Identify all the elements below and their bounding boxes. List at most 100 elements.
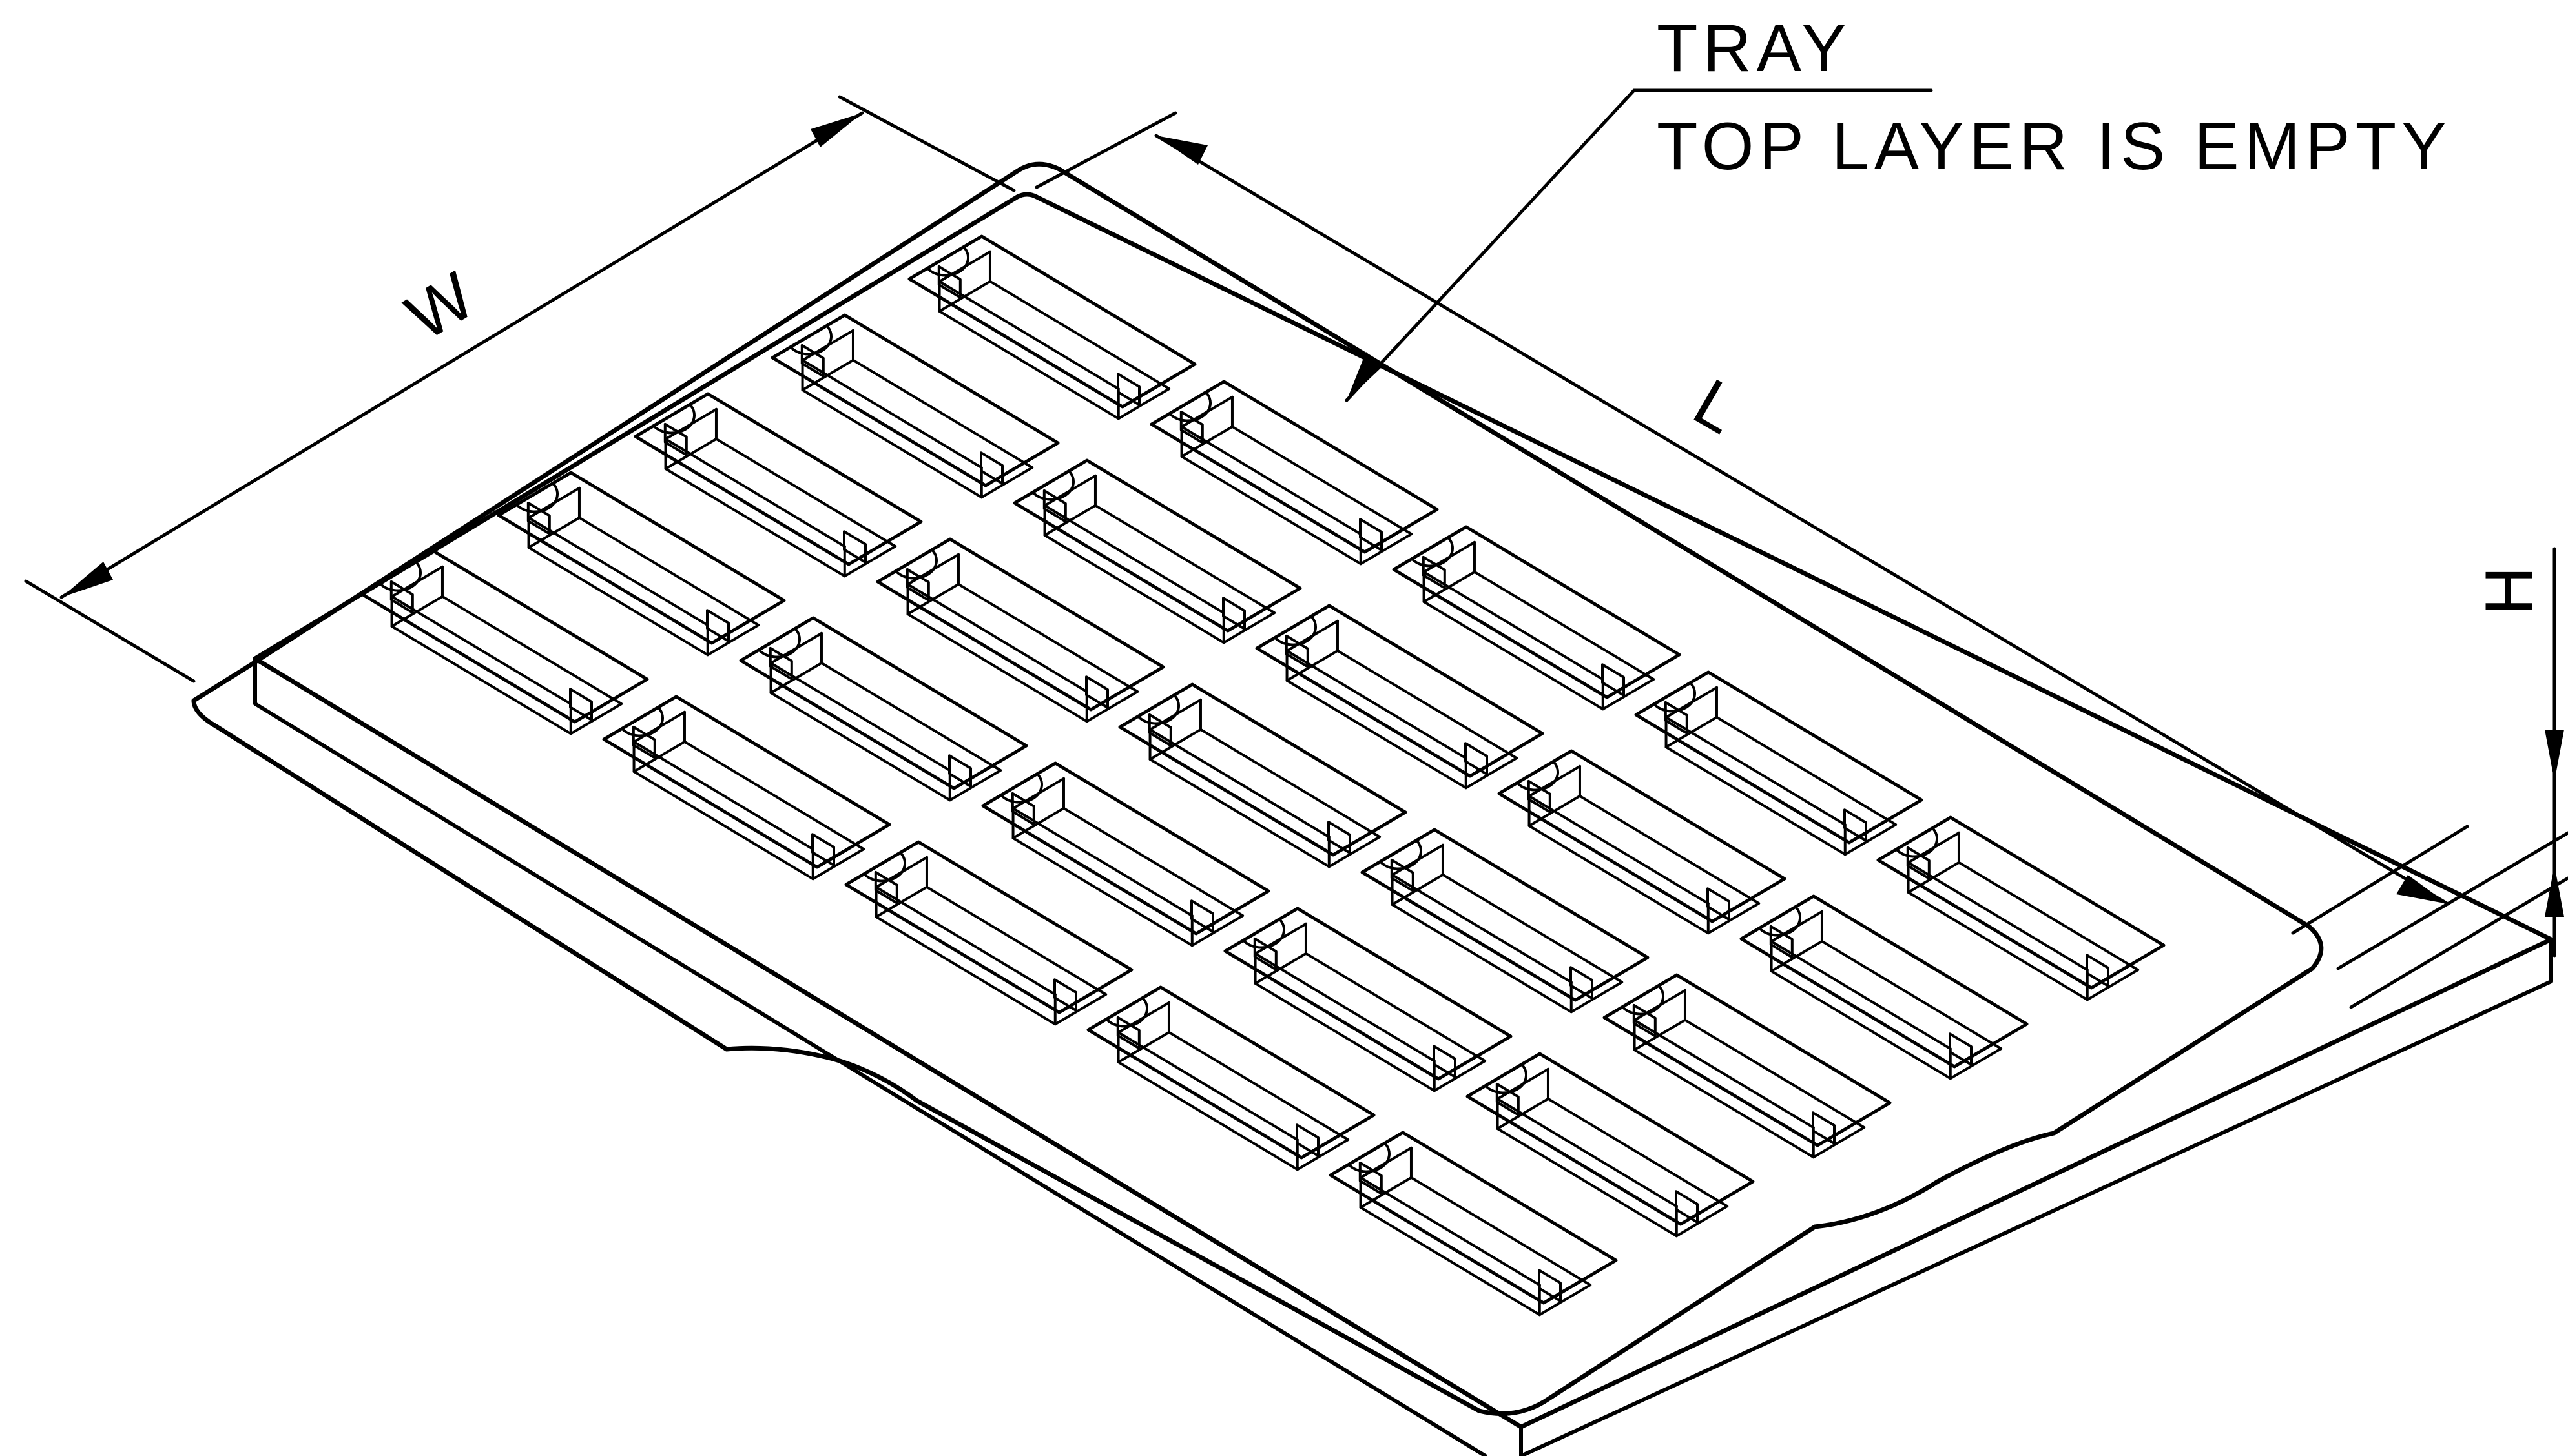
pocket-rim (1602, 973, 1892, 1147)
pocket-notch (863, 851, 906, 883)
pocket-inner-rim (1664, 686, 1847, 826)
pocket-inner-rim (1770, 910, 1952, 1051)
pocket (1255, 604, 1544, 790)
pocket-notch (1347, 1142, 1391, 1173)
pocket-inner-rim (664, 407, 846, 548)
pocket-notch (1242, 918, 1285, 949)
pocket-tab (1296, 1123, 1320, 1157)
pocket-tab (1843, 808, 1867, 842)
pocket-tab (706, 609, 730, 642)
pocket-inner-rim (1359, 1146, 1541, 1287)
pocket (844, 840, 1134, 1026)
pocket-rim (1223, 907, 1513, 1081)
pocket-notch (1516, 760, 1559, 792)
pocket-rim (634, 392, 923, 566)
pocket-notch (1379, 839, 1422, 870)
pocket-notch (1274, 615, 1317, 646)
pocket (1086, 985, 1376, 1171)
pocket-rim (1086, 985, 1376, 1160)
pocket-inner-rim (769, 631, 951, 772)
pocket-rim (907, 234, 1197, 409)
pocket (981, 761, 1270, 947)
pocket-tab (1222, 597, 1246, 630)
pocket-floor (801, 358, 1034, 499)
pocket-notch (789, 324, 833, 356)
pocket-notch (515, 482, 559, 513)
pocket (497, 471, 786, 657)
pocket-notch (1105, 996, 1148, 1028)
pocket-floor (390, 595, 623, 735)
pocket-grid (360, 234, 2166, 1317)
pocket-tab (1117, 373, 1141, 406)
pocket-floor (769, 661, 1002, 802)
pocket-notch (1411, 536, 1454, 568)
pocket-floor (1496, 1097, 1729, 1238)
pocket-inner-rim (1391, 843, 1573, 984)
pocket-rim (739, 616, 1028, 790)
height-label: H (2472, 566, 2547, 615)
pocket (1013, 458, 1302, 644)
pocket-notch (621, 706, 664, 737)
pocket-inner-rim (1180, 395, 1362, 536)
pocket (1876, 815, 2166, 1001)
pocket-inner-rim (875, 856, 1057, 996)
pocket (1360, 828, 1650, 1014)
pocket-notch (1000, 772, 1043, 804)
pocket-tab (1327, 821, 1351, 854)
callout: TRAY TOP LAYER IS EMPTY (1345, 11, 2452, 402)
pocket-tab (1601, 663, 1625, 697)
pocket-inner-rim (1422, 540, 1604, 681)
pocket-floor (1907, 861, 2140, 1001)
pocket-rim (1329, 1131, 1618, 1305)
pocket-inner-rim (906, 553, 1088, 693)
pocket (907, 234, 1197, 420)
pocket-floor (1527, 794, 1761, 935)
pocket (876, 537, 1165, 723)
pocket-rim (981, 761, 1270, 936)
pocket-tab (980, 451, 1004, 485)
pocket-floor (906, 582, 1139, 723)
pocket-inner-rim (390, 565, 572, 706)
pocket-rim (1739, 894, 2029, 1069)
pocket-tab (1569, 966, 1593, 1000)
pocket-notch (1484, 1063, 1527, 1094)
pocket-rim (1634, 670, 1923, 845)
pocket-floor (1117, 1030, 1350, 1171)
pocket-inner-rim (938, 250, 1120, 391)
pocket-notch (895, 548, 938, 580)
pocket-inner-rim (1633, 989, 1815, 1129)
pocket-floor (1359, 1176, 1592, 1317)
pocket-floor (1422, 570, 1655, 711)
pocket-tab (1053, 978, 1077, 1012)
pocket-tab (1812, 1111, 1836, 1145)
pocket-floor (1254, 952, 1487, 1092)
pocket (1497, 749, 1786, 935)
pocket-floor (1148, 728, 1382, 868)
pocket-notch (1168, 391, 1212, 422)
callout-subtitle: TOP LAYER IS EMPTY (1657, 109, 2452, 184)
pocket-tab (1464, 742, 1488, 775)
pocket (1329, 1131, 1618, 1317)
pocket-rim (497, 471, 786, 645)
pocket-notch (926, 245, 969, 277)
pocket-notch (1031, 469, 1075, 501)
pocket-rim (1013, 458, 1302, 633)
length-dimension: L (1035, 111, 2469, 935)
pocket-tab (1706, 887, 1730, 921)
pocket (1739, 894, 2029, 1080)
pocket-rim (1392, 525, 1681, 699)
pocket-floor (1043, 504, 1276, 644)
callout-title: TRAY (1657, 11, 1852, 86)
pocket-notch (1653, 681, 1696, 713)
pocket-floor (1011, 806, 1245, 947)
pocket-notch (1895, 826, 1938, 858)
pocket-rim (771, 313, 1060, 487)
pocket-floor (632, 740, 865, 881)
pocket (634, 392, 923, 578)
width-dimension: W (24, 95, 1016, 683)
pocket-tab (1433, 1045, 1456, 1078)
pocket-floor (1180, 425, 1413, 566)
pocket-inner-rim (527, 486, 709, 627)
pocket-inner-rim (632, 710, 814, 851)
